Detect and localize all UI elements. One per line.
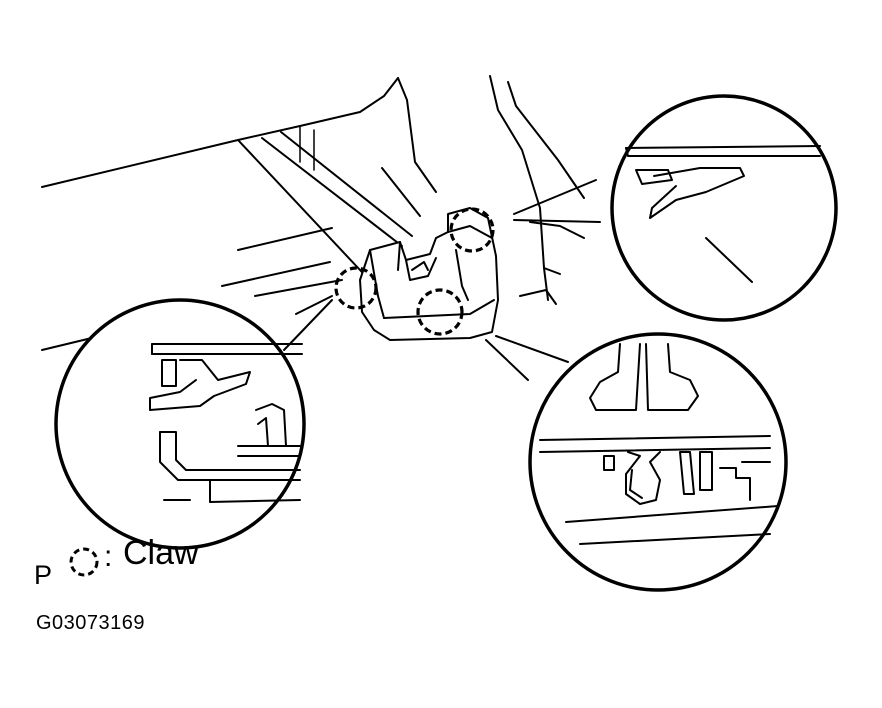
detail-view-bottom-right [528,332,788,592]
bracket-part [359,207,499,341]
callout-leaders [283,179,601,381]
claw-markers [334,207,495,336]
legend-claw-label: Claw [123,534,199,572]
claw-marker-left [334,266,378,310]
background-panel [41,75,585,351]
dashed-circle-icon [69,547,99,577]
claw-marker-center [416,288,464,336]
legend-marker-label: P [34,560,53,590]
claw-marker-right [449,207,495,253]
figure-code: G03073169 [36,612,146,634]
detail-view-top-right [610,94,838,322]
legend-separator: : [104,540,113,573]
detail-view-bottom-left [54,298,306,550]
